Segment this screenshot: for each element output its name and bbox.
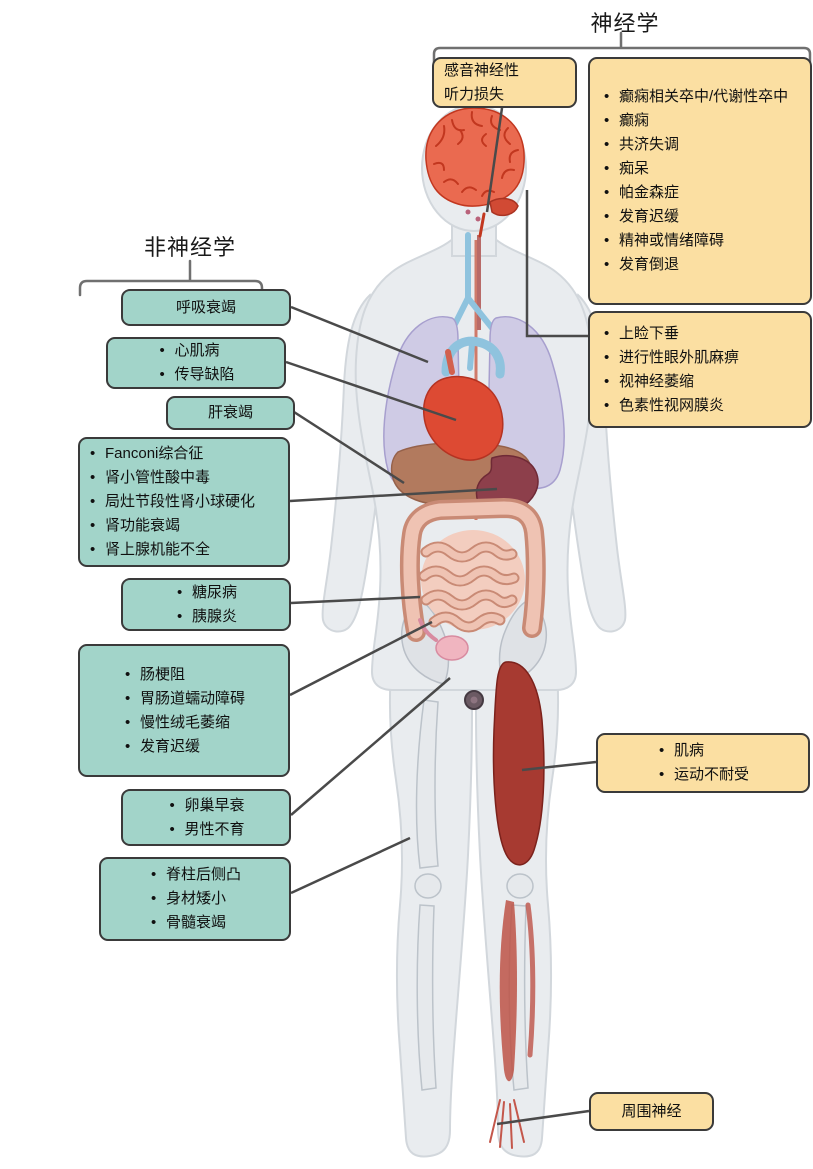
reproductive-illustration bbox=[418, 618, 484, 710]
neurology-header: 神经学 bbox=[590, 11, 660, 36]
list-item: 色素性视网膜炎 bbox=[602, 394, 800, 418]
connector-nerve bbox=[496, 1109, 590, 1126]
list-item: Fanconi综合征 bbox=[88, 442, 280, 466]
list-item: 精神或情绪障碍 bbox=[602, 229, 800, 253]
list-item: 糖尿病 bbox=[175, 581, 237, 605]
hearing-loss-box: 感音神经性 听力损失 bbox=[432, 57, 577, 108]
respiratory-label: 呼吸衰竭 bbox=[175, 298, 236, 316]
list-item: 发育迟缓 bbox=[123, 735, 245, 759]
group-brackets bbox=[78, 31, 812, 297]
list-item: 共济失调 bbox=[602, 133, 800, 157]
list-item: 发育迟缓 bbox=[602, 205, 800, 229]
connector-eye bbox=[525, 190, 588, 338]
list-item: 肾小管性酸中毒 bbox=[88, 466, 280, 490]
intestines-illustration bbox=[399, 498, 546, 642]
pancreatic-symptoms-list: 糖尿病胰腺炎 bbox=[175, 581, 237, 629]
gastrointestinal-symptoms-list: 肠梗阻胃肠道蠕动障碍慢性绒毛萎缩发育迟缓 bbox=[123, 663, 245, 759]
list-item: 慢性绒毛萎缩 bbox=[123, 711, 245, 735]
left-knee bbox=[414, 873, 442, 899]
list-item: 帕金森症 bbox=[602, 181, 800, 205]
muscle-symptoms-list: 肌病运动不耐受 bbox=[657, 739, 749, 787]
muscle-illustration bbox=[492, 661, 545, 1082]
connector-pancreas bbox=[290, 595, 421, 605]
list-item: 癫痫相关卒中/代谢性卒中 bbox=[602, 85, 800, 109]
cardiac-symptoms-list: 心肌病传导缺陷 bbox=[157, 339, 234, 387]
renal-symptoms-box: Fanconi综合征肾小管性酸中毒局灶节段性肾小球硬化肾功能衰竭肾上腺机能不全 bbox=[78, 437, 290, 567]
connector-lines bbox=[285, 107, 597, 1126]
right-knee bbox=[506, 873, 534, 899]
list-item: 痴呆 bbox=[602, 157, 800, 181]
reproductive-symptoms-box: 卵巢早衰男性不育 bbox=[121, 789, 291, 846]
hearing-loss-line1: 感音神经性 bbox=[444, 61, 520, 79]
connector-skeletal bbox=[290, 836, 411, 895]
list-item: 骨髓衰竭 bbox=[149, 911, 241, 935]
list-item: 传导缺陷 bbox=[157, 363, 234, 387]
liver-failure-box: 肝衰竭 bbox=[166, 396, 295, 430]
reproductive-symptoms-list: 卵巢早衰男性不育 bbox=[167, 794, 244, 842]
muscle-symptoms-box: 肌病运动不耐受 bbox=[596, 733, 810, 793]
connector-muscle bbox=[521, 760, 597, 772]
list-item: 上睑下垂 bbox=[602, 322, 800, 346]
brainstem bbox=[478, 212, 486, 238]
list-item: 卵巢早衰 bbox=[167, 794, 244, 818]
eye-symptoms-list: 上睑下垂进行性眼外肌麻痹视神经萎缩色素性视网膜炎 bbox=[602, 322, 800, 418]
inner-ear-mark bbox=[475, 216, 481, 222]
skeletal-symptoms-box: 脊柱后侧凸身材矮小骨髓衰竭 bbox=[99, 857, 291, 941]
connector-liver bbox=[293, 410, 405, 485]
inner-ear-mark bbox=[465, 209, 471, 215]
skeletal-symptoms-list: 脊柱后侧凸身材矮小骨髓衰竭 bbox=[149, 863, 241, 935]
connector-respiratory bbox=[290, 305, 429, 364]
list-item: 身材矮小 bbox=[149, 887, 241, 911]
eye-symptoms-box: 上睑下垂进行性眼外肌麻痹视神经萎缩色素性视网膜炎 bbox=[588, 311, 812, 428]
list-item: 心肌病 bbox=[157, 339, 234, 363]
hearing-loss-line2: 听力损失 bbox=[444, 85, 505, 103]
connector-cardiac bbox=[285, 360, 457, 422]
list-item: 脊柱后侧凸 bbox=[149, 863, 241, 887]
heart-illustration bbox=[422, 341, 504, 461]
list-item: 肠梗阻 bbox=[123, 663, 245, 687]
list-item: 发育倒退 bbox=[602, 253, 800, 277]
renal-symptoms-list: Fanconi综合征肾小管性酸中毒局灶节段性肾小球硬化肾功能衰竭肾上腺机能不全 bbox=[88, 442, 280, 562]
list-item: 胰腺炎 bbox=[175, 605, 237, 629]
neurology-bracket bbox=[432, 31, 812, 68]
list-item: 肾上腺机能不全 bbox=[88, 538, 280, 562]
non-neurology-header: 非神经学 bbox=[143, 235, 236, 260]
peripheral-nerve-label: 周围神经 bbox=[621, 1102, 682, 1120]
cerebellum bbox=[489, 197, 519, 217]
non-neurology-bracket bbox=[78, 259, 264, 297]
list-item: 癫痫 bbox=[602, 109, 800, 133]
pancreatic-symptoms-box: 糖尿病胰腺炎 bbox=[121, 578, 291, 631]
connector-gi bbox=[289, 620, 433, 697]
list-item: 胃肠道蠕动障碍 bbox=[123, 687, 245, 711]
brain-symptoms-box: 癫痫相关卒中/代谢性卒中癫痫共济失调痴呆帕金森症发育迟缓精神或情绪障碍发育倒退 bbox=[588, 57, 812, 305]
list-item: 局灶节段性肾小球硬化 bbox=[88, 490, 280, 514]
list-item: 男性不育 bbox=[167, 818, 244, 842]
liver-failure-label: 肝衰竭 bbox=[207, 404, 253, 421]
connector-hearing bbox=[485, 107, 504, 213]
cardiac-symptoms-box: 心肌病传导缺陷 bbox=[106, 337, 286, 389]
list-item: 肾功能衰竭 bbox=[88, 514, 280, 538]
gastrointestinal-symptoms-box: 肠梗阻胃肠道蠕动障碍慢性绒毛萎缩发育迟缓 bbox=[78, 644, 290, 777]
connector-renal bbox=[289, 487, 498, 503]
connector-reproductive bbox=[290, 677, 451, 816]
list-item: 进行性眼外肌麻痹 bbox=[602, 346, 800, 370]
list-item: 肌病 bbox=[657, 739, 749, 763]
brain-symptoms-list: 癫痫相关卒中/代谢性卒中癫痫共济失调痴呆帕金森症发育迟缓精神或情绪障碍发育倒退 bbox=[602, 85, 800, 277]
list-item: 视神经萎缩 bbox=[602, 370, 800, 394]
list-item: 运动不耐受 bbox=[657, 763, 749, 787]
respiratory-box: 呼吸衰竭 bbox=[121, 289, 291, 326]
peripheral-nerve-box: 周围神经 bbox=[589, 1092, 714, 1131]
